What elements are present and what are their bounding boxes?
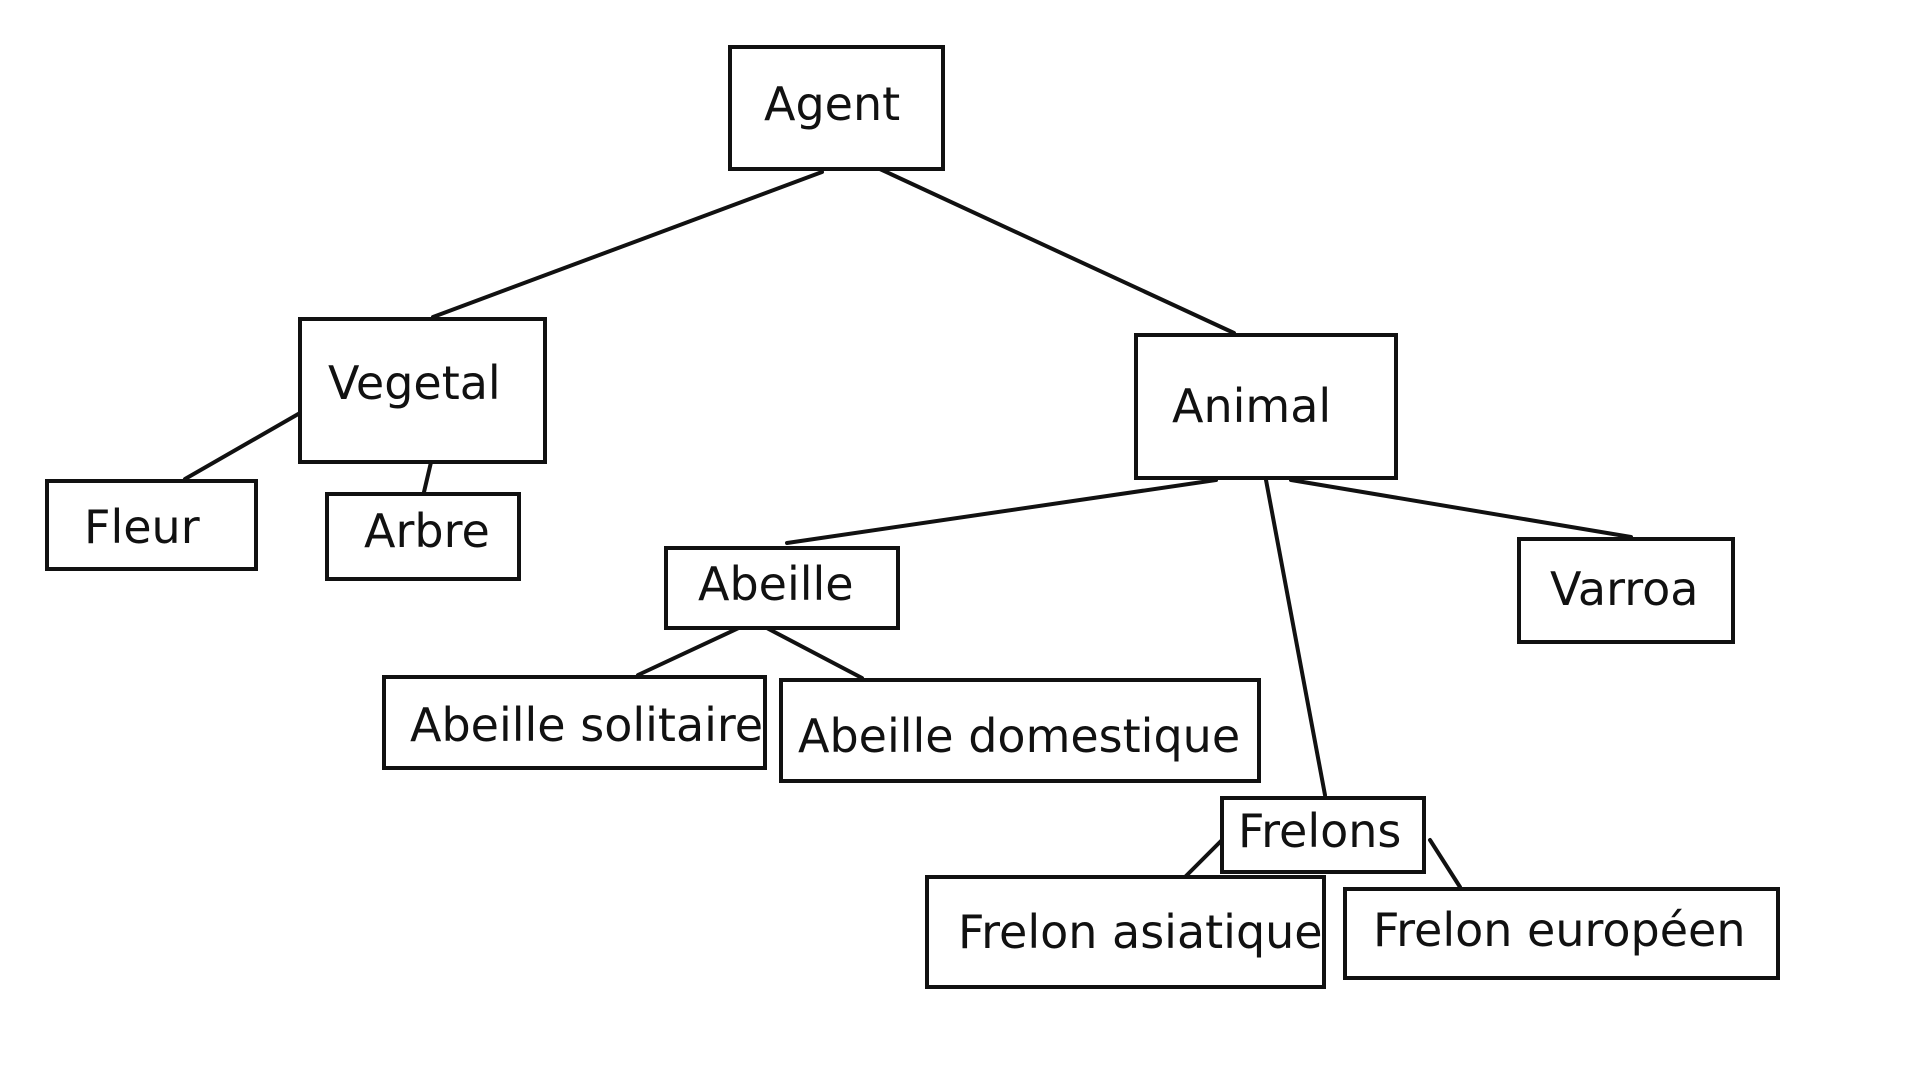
edge-agent-vegetal [431,170,824,319]
node-box [925,875,1326,989]
node-abeille: Abeille [664,546,900,630]
node-box [325,492,521,581]
node-box [1134,333,1398,480]
node-frelon-asiatique: Frelon asiatique [925,875,1326,989]
edge-vegetal-fleur [183,411,302,481]
edge-frelons-frelon-europeen [1428,838,1462,889]
node-fleur: Fleur [45,479,258,571]
node-vegetal: Vegetal [298,317,547,464]
connectors [183,162,1633,889]
node-agent: Agent [728,45,945,171]
node-frelons: Frelons [1220,796,1426,874]
node-label: Vegetal [328,356,501,410]
node-label: Abeille solitaire [410,698,763,752]
node-box [45,479,258,571]
node-label: Frelons [1238,804,1401,858]
node-box [382,675,767,770]
node-label: Fleur [84,500,200,554]
node-arbre: Arbre [325,492,521,581]
node-frelon-europeen: Frelon européen [1343,887,1780,980]
node-animal: Animal [1134,333,1398,480]
node-box [1220,796,1426,874]
node-label: Abeille domestique [798,709,1240,763]
edge-abeille-abeille-solitaire [636,624,745,677]
edge-animal-varroa [1289,478,1633,539]
edge-animal-abeille [785,478,1218,545]
node-box [1343,887,1780,980]
node-box [1517,537,1735,644]
node-label: Agent [764,77,900,131]
node-box [728,45,945,171]
edge-animal-frelons [1264,478,1327,797]
node-label: Frelon européen [1373,903,1745,957]
node-label: Arbre [364,504,490,558]
node-abeille-domestique: Abeille domestique [779,678,1261,783]
node-box [298,317,547,464]
node-box [664,546,900,630]
edge-agent-animal [867,162,1236,335]
node-abeille-solitaire: Abeille solitaire [382,675,767,770]
edge-abeille-abeille-domestique [761,624,864,680]
node-label: Animal [1172,379,1331,433]
node-box [779,678,1261,783]
node-label: Frelon asiatique [958,905,1323,959]
node-varroa: Varroa [1517,537,1735,644]
node-label: Abeille [698,557,854,611]
node-label: Varroa [1550,562,1698,616]
